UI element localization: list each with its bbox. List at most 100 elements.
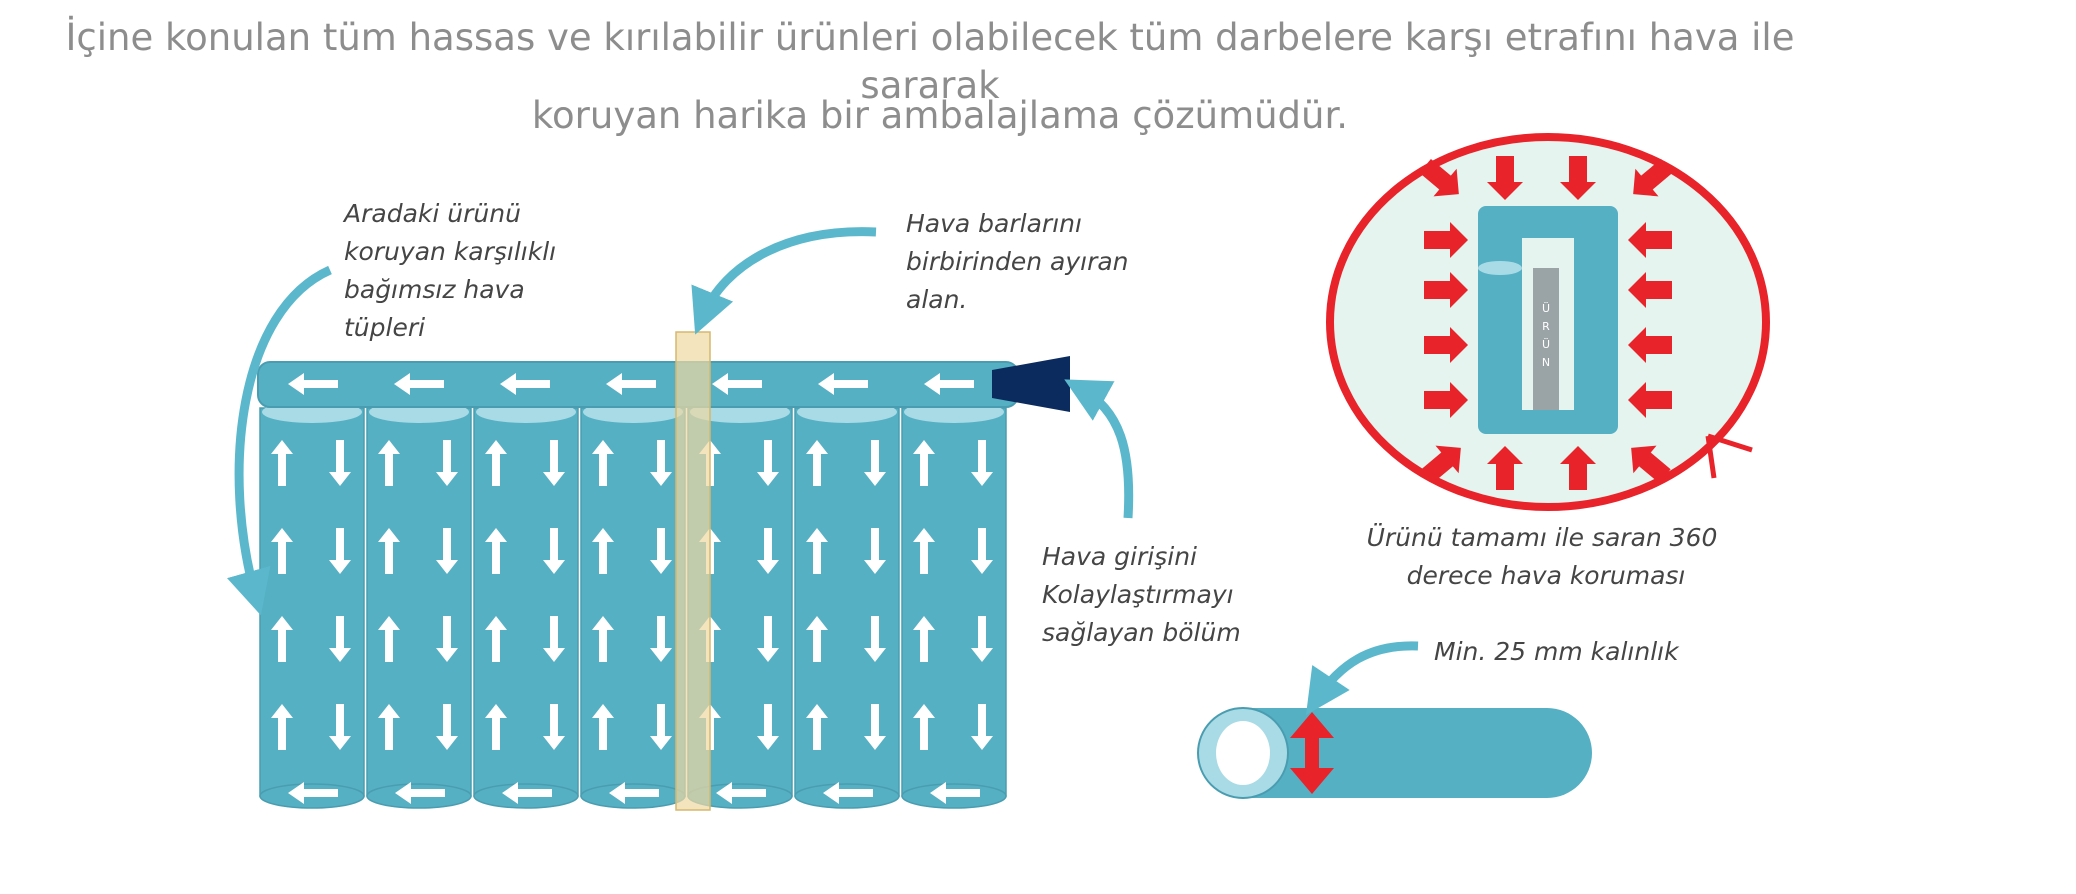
left-arrow-icon bbox=[606, 373, 656, 395]
tubes-label: Aradaki ürünü koruyan karşılıklı bağımsı… bbox=[342, 199, 564, 342]
pressure-arrow-icon bbox=[1560, 446, 1596, 490]
down-arrow-icon bbox=[436, 528, 458, 574]
thickness-label: Min. 25 mm kalınlık bbox=[1434, 637, 1680, 666]
up-arrow-icon bbox=[271, 528, 293, 574]
wrap-label: Ürünü tamamı ile saran 360 derece hava k… bbox=[1367, 523, 1726, 590]
pressure-arrow-icon bbox=[1487, 446, 1523, 490]
up-arrow-icon bbox=[271, 440, 293, 486]
down-arrow-icon bbox=[543, 528, 565, 574]
up-arrow-icon bbox=[806, 440, 828, 486]
pressure-arrow-icon bbox=[1421, 445, 1461, 484]
product-box bbox=[1533, 268, 1559, 410]
pressure-arrow-icon bbox=[1628, 327, 1672, 363]
separator-callout-arrow bbox=[691, 227, 877, 335]
product-letter: R bbox=[1542, 320, 1550, 333]
down-arrow-icon bbox=[650, 440, 672, 486]
down-arrow-icon bbox=[864, 440, 886, 486]
product-letter: Ü bbox=[1542, 338, 1550, 351]
up-arrow-icon bbox=[913, 440, 935, 486]
air-column-bag bbox=[257, 331, 1070, 811]
left-arrow-icon bbox=[288, 782, 338, 804]
pressure-arrow-icon bbox=[1487, 156, 1523, 200]
thickness-callout-arrow bbox=[1306, 641, 1419, 715]
left-arrow-icon bbox=[394, 373, 444, 395]
protection-circle: Ü R Ü N bbox=[1326, 133, 1770, 511]
pressure-arrow-icon bbox=[1628, 222, 1672, 258]
down-arrow-icon bbox=[971, 616, 993, 662]
left-arrow-icon bbox=[823, 782, 873, 804]
up-arrow-icon bbox=[592, 704, 614, 750]
left-arrow-icon bbox=[395, 782, 445, 804]
pressure-arrow-icon bbox=[1424, 327, 1468, 363]
pressure-arrow-icon bbox=[1424, 272, 1468, 308]
up-arrow-icon bbox=[485, 528, 507, 574]
down-arrow-icon bbox=[864, 616, 886, 662]
pressure-arrow-icon bbox=[1424, 222, 1468, 258]
down-arrow-icon bbox=[436, 440, 458, 486]
down-arrow-icon bbox=[543, 704, 565, 750]
intro-text-line-2: koruyan harika bir ambalajlama çözümüdür… bbox=[531, 94, 1349, 137]
down-arrow-icon bbox=[329, 616, 351, 662]
separator-label: Hava barlarını birbirinden ayıran alan. bbox=[906, 209, 1136, 314]
up-arrow-icon bbox=[378, 616, 400, 662]
up-arrow-icon bbox=[271, 616, 293, 662]
up-arrow-icon bbox=[913, 704, 935, 750]
up-arrow-icon bbox=[806, 704, 828, 750]
up-arrow-icon bbox=[913, 616, 935, 662]
pressure-arrow-icon bbox=[1424, 382, 1468, 418]
intro-text-line-1: İçine konulan tüm hassas ve kırılabilir … bbox=[65, 16, 1795, 107]
down-arrow-icon bbox=[757, 440, 779, 486]
left-arrow-icon bbox=[712, 373, 762, 395]
up-arrow-icon bbox=[592, 440, 614, 486]
down-arrow-icon bbox=[543, 616, 565, 662]
up-arrow-icon bbox=[913, 528, 935, 574]
down-arrow-icon bbox=[757, 616, 779, 662]
down-arrow-icon bbox=[329, 704, 351, 750]
left-arrow-icon bbox=[818, 373, 868, 395]
tubes-callout-arrow bbox=[227, 265, 332, 616]
wrap-right-tube bbox=[1574, 206, 1618, 434]
pressure-arrow-icon bbox=[1628, 272, 1672, 308]
left-arrow-icon bbox=[500, 373, 550, 395]
down-arrow-icon bbox=[757, 704, 779, 750]
down-arrow-icon bbox=[971, 528, 993, 574]
down-arrow-icon bbox=[436, 704, 458, 750]
down-arrow-icon bbox=[543, 440, 565, 486]
left-arrow-icon bbox=[502, 782, 552, 804]
down-arrow-icon bbox=[864, 704, 886, 750]
left-arrow-icon bbox=[288, 373, 338, 395]
down-arrow-icon bbox=[650, 528, 672, 574]
down-arrow-icon bbox=[329, 528, 351, 574]
left-arrow-icon bbox=[609, 782, 659, 804]
left-arrow-icon bbox=[924, 373, 974, 395]
inlet-callout-arrow bbox=[1064, 379, 1134, 519]
product-letter: N bbox=[1542, 356, 1550, 369]
down-arrow-icon bbox=[971, 440, 993, 486]
up-arrow-icon bbox=[806, 616, 828, 662]
pressure-arrow-icon bbox=[1419, 158, 1459, 197]
up-arrow-icon bbox=[485, 704, 507, 750]
pressure-arrow-icon bbox=[1633, 158, 1673, 197]
up-arrow-icon bbox=[378, 528, 400, 574]
pressure-arrow-icon bbox=[1560, 156, 1596, 200]
left-arrow-icon bbox=[930, 782, 980, 804]
up-arrow-icon bbox=[271, 704, 293, 750]
up-arrow-icon bbox=[806, 528, 828, 574]
down-arrow-icon bbox=[864, 528, 886, 574]
down-arrow-icon bbox=[971, 704, 993, 750]
separator-band bbox=[675, 331, 711, 811]
thickness-tube bbox=[1197, 707, 1592, 799]
up-arrow-icon bbox=[378, 704, 400, 750]
inlet-label: Hava girişini Kolaylaştırmayı sağlayan b… bbox=[1042, 542, 1242, 647]
wrap-left-tube bbox=[1478, 206, 1522, 434]
thickness-double-arrow bbox=[1290, 712, 1334, 794]
up-arrow-icon bbox=[485, 440, 507, 486]
up-arrow-icon bbox=[592, 528, 614, 574]
up-arrow-icon bbox=[592, 616, 614, 662]
product-letter: Ü bbox=[1542, 302, 1550, 315]
down-arrow-icon bbox=[650, 704, 672, 750]
up-arrow-icon bbox=[485, 616, 507, 662]
up-arrow-icon bbox=[378, 440, 400, 486]
pressure-arrow-icon bbox=[1628, 382, 1672, 418]
